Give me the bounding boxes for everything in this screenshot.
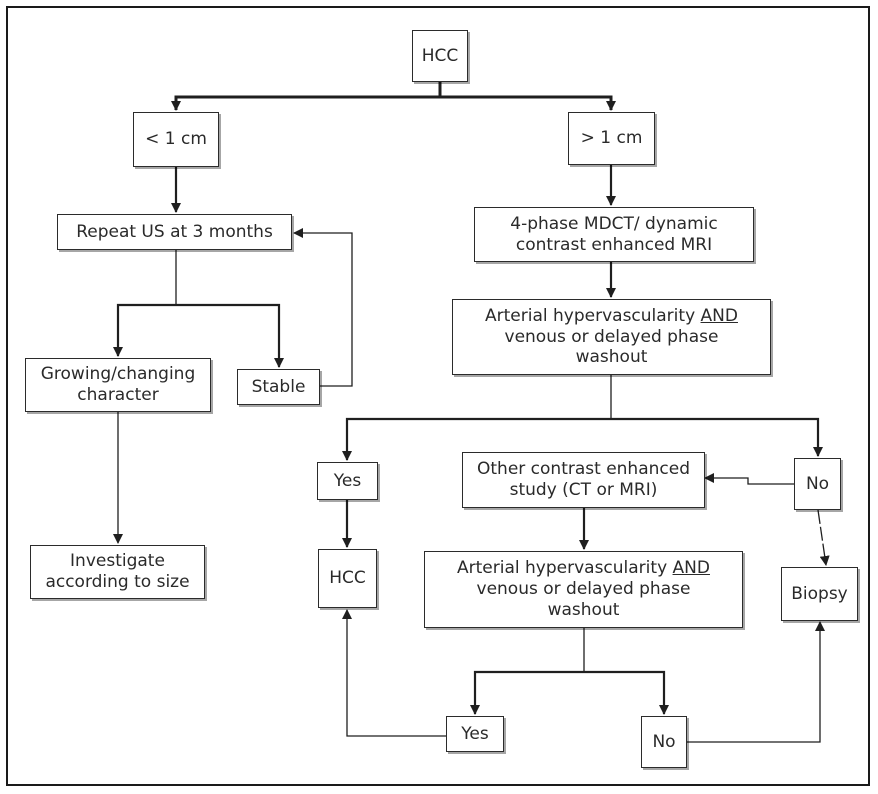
arterial-1-text: Arterial hypervascularity AND venous or … [485, 305, 738, 368]
node-repeat-us: Repeat US at 3 months [57, 214, 292, 250]
node-mdct-mri: 4-phase MDCT/ dynamic contrast enhanced … [474, 207, 754, 262]
arterial-2-text: Arterial hypervascularity AND venous or … [457, 558, 710, 620]
arrow-to-stable [176, 303, 284, 368]
arrow-no2-to-biopsy [687, 621, 825, 743]
arrow-no1-to-other-study [704, 473, 794, 485]
node-arterial-hypervascularity-1: Arterial hypervascularity AND venous or … [452, 299, 771, 375]
arrow-stable-back-to-repeat-us [293, 228, 353, 387]
arrow-to-growing [113, 303, 176, 357]
node-no-2: No [641, 716, 687, 768]
arrow-to-no-2 [584, 670, 669, 715]
node-investigate: Investigate according to size [30, 545, 205, 599]
node-hcc-2: HCC [318, 549, 377, 608]
arrow-to-gt-1cm [440, 95, 616, 111]
node-no-1: No [794, 458, 841, 510]
node-yes-2: Yes [446, 716, 504, 752]
arrow-no1-to-biopsy [817, 509, 830, 566]
node-less-than-1cm: < 1 cm [133, 112, 219, 167]
arrow-to-lt-1cm [171, 95, 440, 111]
node-arterial-hypervascularity-2: Arterial hypervascularity AND venous or … [424, 551, 743, 628]
arrow-to-yes-1 [342, 417, 611, 461]
node-biopsy: Biopsy [781, 567, 858, 621]
node-other-contrast-study: Other contrast enhanced study (CT or MRI… [462, 452, 705, 508]
diagram-frame [6, 6, 870, 786]
arrow-yes2-to-hcc2 [342, 609, 446, 737]
node-hcc-root: HCC [412, 30, 468, 82]
arrow-to-yes-2 [470, 670, 584, 715]
node-yes-1: Yes [317, 462, 378, 500]
arrow-to-no-1 [611, 417, 823, 457]
node-stable: Stable [237, 369, 320, 405]
node-growing-changing: Growing/changing character [25, 358, 211, 412]
node-greater-than-1cm: > 1 cm [568, 112, 655, 165]
